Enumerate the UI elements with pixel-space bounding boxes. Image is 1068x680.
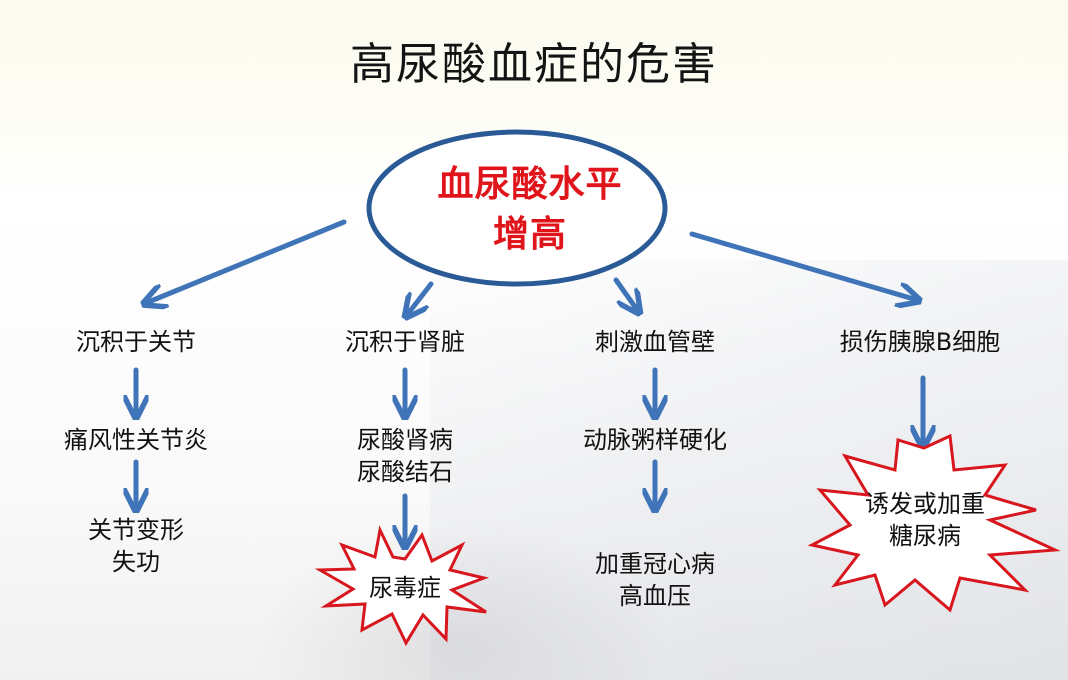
branch-vessel-label: 刺激血管壁 — [595, 328, 715, 356]
branch-joints-step-1: 痛风性关节炎 — [64, 426, 208, 454]
starburst-diabetes — [807, 433, 1061, 613]
branch-vessel-step-1: 动脉粥样硬化 — [583, 426, 727, 454]
arrow-center-to-kidney — [407, 281, 434, 315]
text-line: 诱发或加重 — [865, 490, 985, 518]
text-line: 关节变形 — [88, 516, 184, 544]
branch-kidney-step-2: 尿毒症 — [369, 574, 441, 602]
branch-pancreas-label: 损伤胰腺B细胞 — [839, 328, 1001, 356]
text-line: 高血压 — [619, 582, 691, 610]
text-line: 失功 — [112, 548, 160, 576]
center-line-2: 增高 — [492, 214, 567, 255]
branch-kidney-step-1: 尿酸肾病 尿酸结石 — [295, 424, 515, 488]
text-line: 尿酸结石 — [357, 458, 453, 486]
arrow-center-to-pancreas — [689, 231, 917, 300]
arrow-center-to-joints — [146, 219, 347, 303]
branch-joints-step-2: 关节变形 失功 — [36, 514, 236, 578]
page-title: 高尿酸血症的危害 — [350, 39, 718, 90]
branch-kidney-label: 沉积于肾脏 — [345, 328, 465, 356]
center-line-1: 血尿酸水平 — [437, 164, 623, 205]
center-ellipse — [366, 129, 668, 287]
center-node-text: 血尿酸水平 增高 — [380, 160, 680, 260]
text-line: 尿酸肾病 — [357, 426, 453, 454]
branch-pancreas-step-1: 诱发或加重 糖尿病 — [830, 488, 1020, 552]
text-line: 糖尿病 — [889, 522, 961, 550]
branch-vessel-step-2: 加重冠心病 高血压 — [555, 548, 755, 612]
arrow-center-to-vessel — [613, 277, 638, 311]
branch-joints-label: 沉积于关节 — [76, 328, 196, 356]
text-line: 加重冠心病 — [595, 550, 715, 578]
starburst-uremia — [314, 525, 490, 647]
